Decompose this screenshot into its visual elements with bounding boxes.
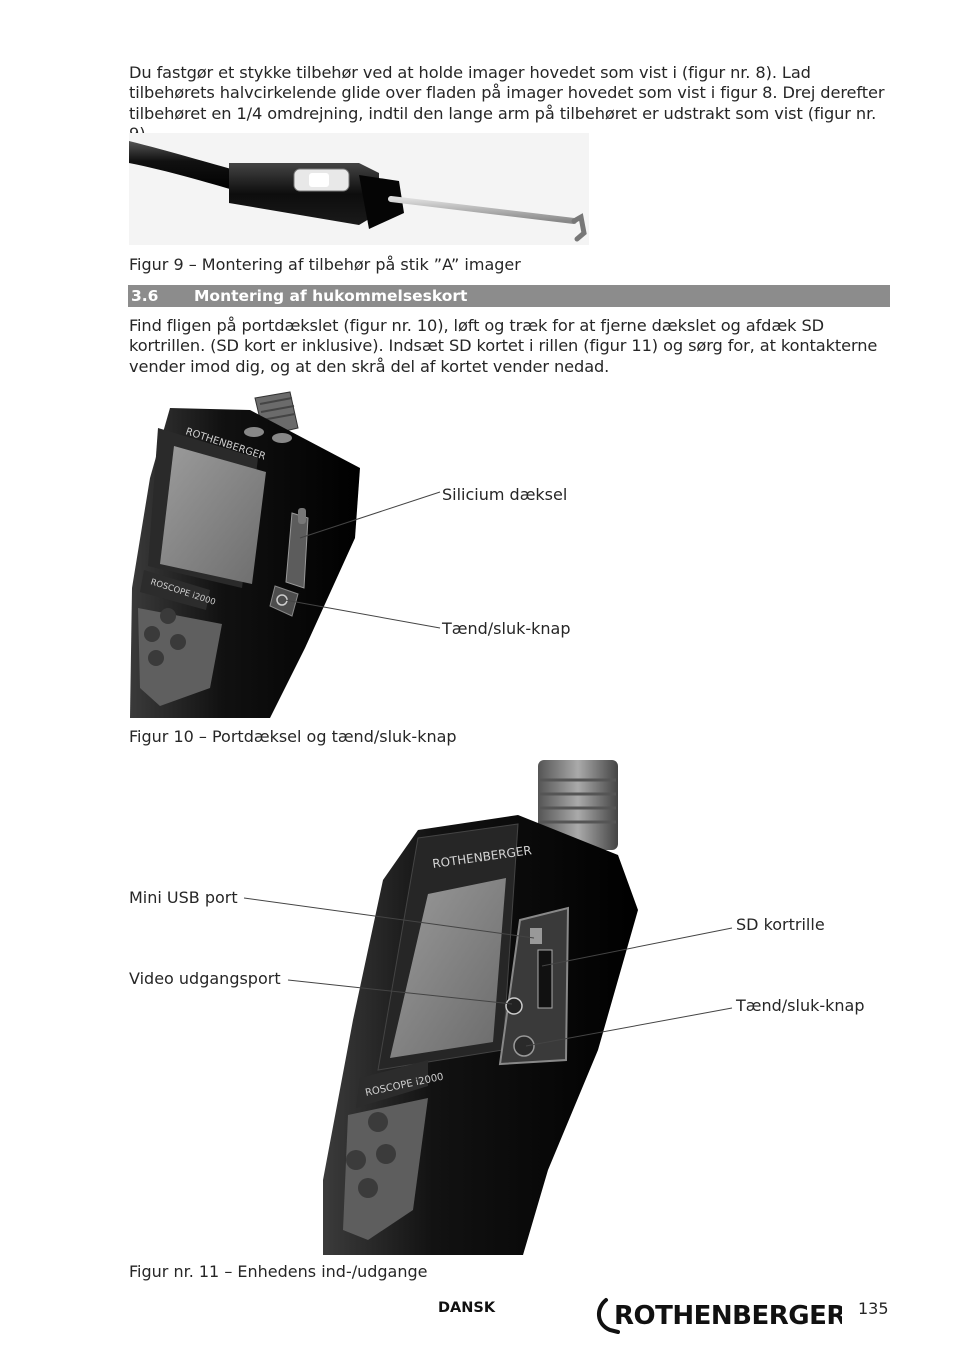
- label-video-output-port: Video udgangsport: [129, 969, 281, 988]
- label-sd-card-slot: SD kortrille: [736, 915, 825, 934]
- section-paragraph: Find fligen på portdækslet (figur nr. 10…: [129, 316, 878, 376]
- intro-paragraph: Du fastgør et stykke tilbehør ved at hol…: [129, 63, 885, 143]
- figure-9-caption: Figur 9 – Montering af tilbehør på stik …: [129, 255, 521, 274]
- section-title: Montering af hukommelseskort: [194, 287, 468, 305]
- section-number: 3.6: [131, 287, 159, 305]
- figure-10-caption: Figur 10 – Portdæksel og tænd/sluk-knap: [129, 727, 457, 746]
- page-number: 135: [858, 1299, 889, 1318]
- figure-11-image: ROTHENBERGER ROSCOPE i2000: [243, 760, 733, 1255]
- label-silicon-cover: Silicium dæksel: [442, 485, 568, 504]
- footer-brand: ROTHENBERGER: [614, 1301, 842, 1331]
- figure-9-image: [129, 133, 589, 245]
- rothenberger-logo: ROTHENBERGER: [597, 1298, 842, 1334]
- section-heading: 3.6 Montering af hukommelseskort: [128, 285, 890, 307]
- label-power-button-fig11: Tænd/sluk-knap: [736, 996, 865, 1015]
- figure-11-caption: Figur nr. 11 – Enhedens ind-/udgange: [129, 1262, 428, 1281]
- label-mini-usb-port: Mini USB port: [129, 888, 238, 907]
- footer-language: DANSK: [438, 1300, 496, 1316]
- figure-10-image: ROTHENBERGER ROSCOPE i2000: [130, 391, 441, 718]
- label-power-button-fig10: Tænd/sluk-knap: [442, 619, 571, 638]
